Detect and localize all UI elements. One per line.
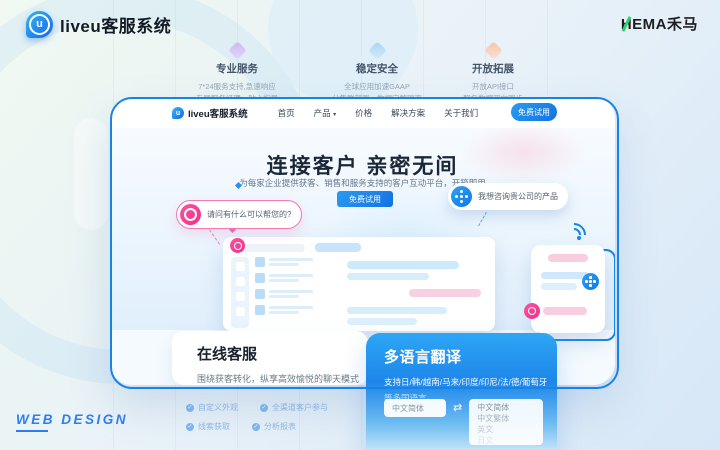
agent-badge-icon [230, 238, 245, 253]
online-service-title: 在线客服 [197, 346, 258, 363]
browser-card: u liveu客服系统 首页 产品 ▾ 价格 解决方案 关于我们 免费试用 连接… [110, 97, 615, 385]
signal-wifi-icon [557, 218, 591, 252]
bot-badge-icon [582, 273, 599, 290]
web-design-label: WEB DESIGN [16, 412, 128, 432]
check-reports[interactable]: ✓ 分析报表 [252, 422, 296, 431]
nav-menu: 首页 产品 ▾ 价格 解决方案 关于我们 [278, 107, 478, 119]
check-icon: ✓ [186, 422, 194, 431]
chat-thread [347, 257, 487, 328]
check-icon: ✓ [252, 422, 260, 431]
agent-badge-icon [524, 303, 540, 319]
swap-languages-icon[interactable]: ⇄ [453, 402, 463, 414]
feature-title: 稳定安全 [356, 63, 398, 75]
feature-open-icon [483, 41, 503, 60]
site-logo-text: liveu客服系统 [188, 109, 248, 120]
language-option[interactable]: 中文简体 [477, 403, 510, 412]
check-custom-appearance[interactable]: ✓ 自定义外观 [186, 403, 238, 412]
check-icon: ✓ [260, 403, 268, 412]
chat-app-window-illustration [223, 237, 495, 331]
brand-name: liveu客服系统 [60, 17, 172, 36]
phone-chat-illustration [524, 245, 605, 333]
partner-name: HEMA禾马 [620, 16, 698, 33]
chevron-down-icon: ▾ [333, 112, 337, 118]
label-underline [16, 430, 48, 432]
site-logo[interactable]: u liveu客服系统 [172, 106, 248, 120]
contact-row [255, 305, 341, 315]
nav-item-about[interactable]: 关于我们 [444, 108, 479, 118]
customer-avatar-icon [451, 186, 472, 207]
language-option[interactable]: 英文 [477, 425, 494, 434]
check-omnichannel[interactable]: ✓ 全渠道客户参与 [260, 403, 328, 412]
nav-item-solutions[interactable]: 解决方案 [391, 108, 426, 118]
contact-row [255, 289, 341, 299]
feature-title: 专业服务 [216, 63, 258, 75]
customer-chat-bubble: 我想咨询贵公司的产品 [448, 183, 568, 210]
hero-title: 连接客户 亲密无间 [266, 155, 459, 178]
translate-title: 多语言翻译 [384, 349, 462, 366]
target-language-dropdown[interactable]: 中文简体 中文繁体 英文 日文 [469, 399, 544, 445]
feature-title: 开放拓展 [472, 63, 514, 75]
online-service-desc: 围绕获客转化，纵享高效愉悦的聊天模式 [197, 374, 360, 384]
source-language-select[interactable]: 中文简体 [384, 399, 446, 417]
translate-panel: 多语言翻译 支持日/韩/越南/马来/印度/印尼/法/德/葡萄牙 等多国语言。 中… [366, 333, 557, 450]
topbar-tab-pill [315, 243, 361, 252]
feature-professional-icon [227, 41, 247, 60]
partner-logo: HEMA禾马 [621, 13, 698, 34]
watermark-u-bar-left [74, 118, 108, 230]
translate-desc-line2: 等多国语言。 [384, 393, 436, 403]
translate-desc-line1: 支持日/韩/越南/马来/印度/印尼/法/德/葡萄牙 [384, 377, 548, 387]
agent-headset-icon [180, 204, 201, 225]
site-navbar: u liveu客服系统 首页 产品 ▾ 价格 解决方案 关于我们 免费试用 [110, 97, 615, 129]
translate-widget: 中文简体 ⇄ 中文简体 中文繁体 英文 日文 [384, 399, 544, 445]
language-option[interactable]: 日文 [477, 436, 494, 445]
hero-trial-button[interactable]: 免费试用 [337, 191, 393, 207]
feature-stable-icon [367, 41, 387, 60]
agent-bubble-text: 请问有什么可以帮您的? [207, 210, 292, 219]
nav-item-products[interactable]: 产品 ▾ [313, 108, 337, 118]
brand-bubble-icon: u [26, 11, 53, 38]
online-service-card: 在线客服 围绕获客转化，纵享高效愉悦的聊天模式 [172, 331, 368, 385]
agent-chat-bubble: 请问有什么可以帮您的? [176, 200, 303, 229]
brand-logo: u liveu客服系统 [26, 11, 171, 38]
contact-list [255, 257, 341, 328]
hero-subtitle: 为每家企业提供获客、销售和服务支持的客户互动平台，开箱即用 [239, 178, 486, 188]
contact-row [255, 257, 341, 267]
feature-checklist: ✓ 自定义外观 ✓ 全渠道客户参与 ✓ 线索获取 ✓ 分析报表 [186, 402, 386, 440]
language-option[interactable]: 中文繁体 [477, 414, 510, 423]
app-topbar [233, 243, 361, 252]
check-leads[interactable]: ✓ 线索获取 [186, 422, 230, 431]
nav-item-home[interactable]: 首页 [277, 108, 295, 118]
app-icon-rail [231, 257, 249, 328]
customer-bubble-text: 我想咨询贵公司的产品 [478, 192, 558, 201]
nav-trial-button[interactable]: 免费试用 [511, 103, 557, 121]
check-icon: ✓ [186, 403, 194, 412]
nav-item-pricing[interactable]: 价格 [355, 108, 373, 118]
contact-row [255, 273, 341, 283]
app-body [231, 257, 487, 328]
site-logo-icon: u [172, 107, 184, 119]
